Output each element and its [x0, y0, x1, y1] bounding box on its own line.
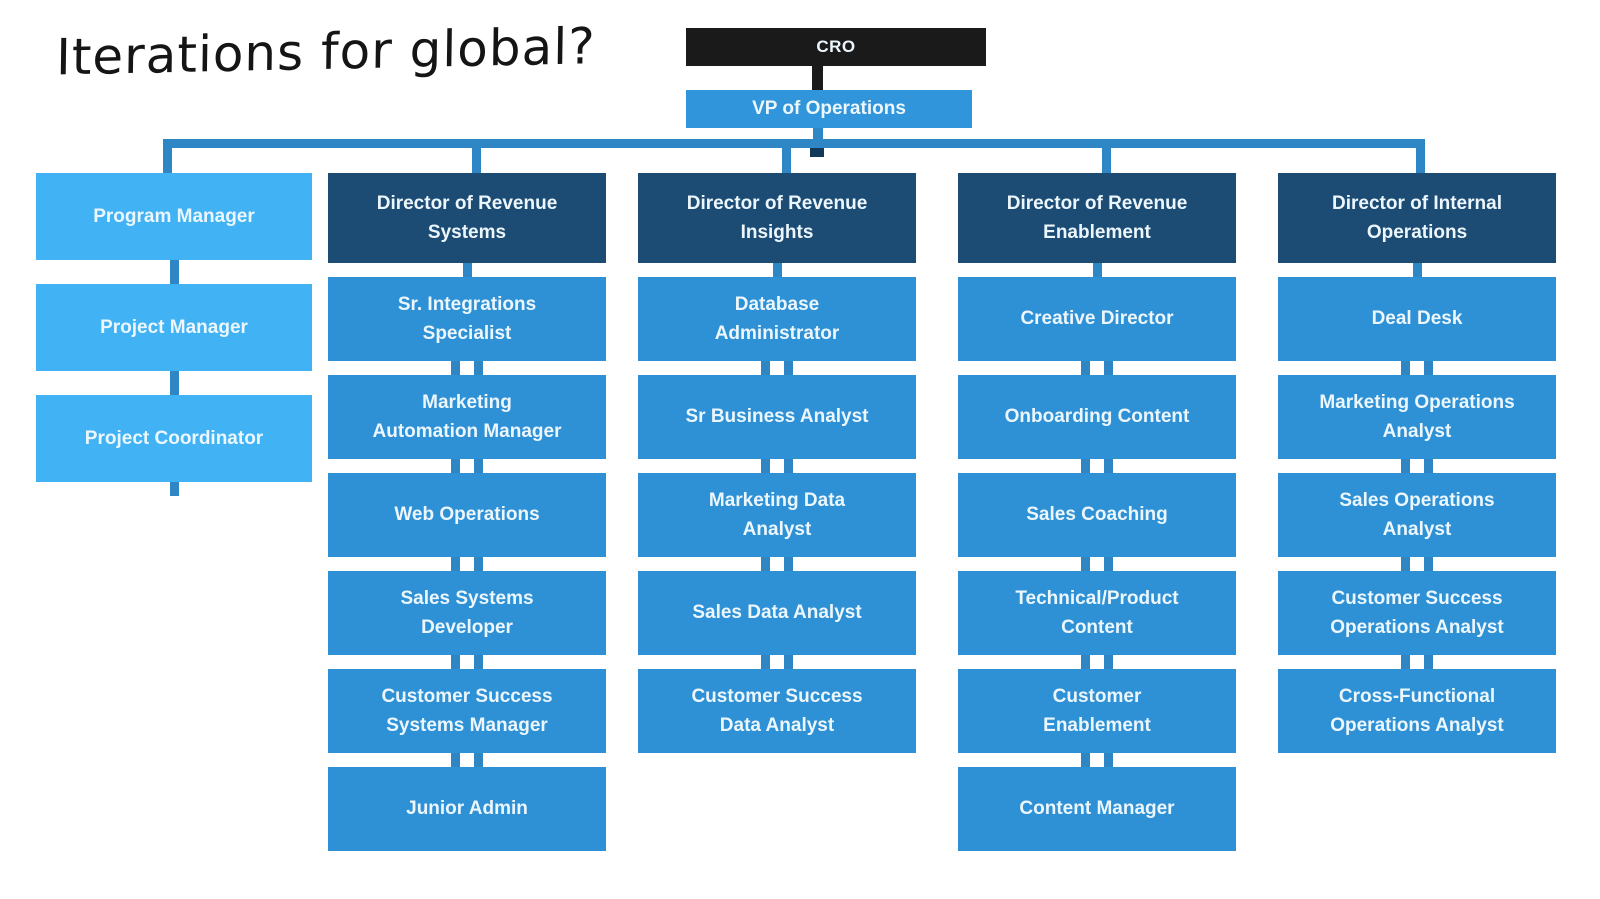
- org-node-technical-product-content: Technical/Product Content: [958, 571, 1236, 655]
- org-node-customer-success-systems-manager: Customer Success Systems Manager: [328, 669, 606, 753]
- connector-drop-revenue-systems: [472, 148, 481, 173]
- connector-stub: [761, 557, 793, 571]
- org-node-web-operations: Web Operations: [328, 473, 606, 557]
- connector-stub: [1401, 655, 1433, 669]
- org-node-junior-admin: Junior Admin: [328, 767, 606, 851]
- connector-arrow-nub: [810, 148, 824, 157]
- connector-stub: [1412, 263, 1422, 277]
- connector-bus-line: [163, 139, 1425, 148]
- org-node-deal-desk: Deal Desk: [1278, 277, 1556, 361]
- org-column-revenue-enablement: Director of Revenue Enablement Creative …: [958, 173, 1236, 851]
- connector-stub: [772, 263, 782, 277]
- org-column-revenue-insights: Director of Revenue Insights Database Ad…: [638, 173, 916, 753]
- connector-drop-revenue-insights: [782, 148, 791, 173]
- connector-stub: [761, 655, 793, 669]
- connector-stub: [451, 459, 483, 473]
- connector-stub: [1081, 361, 1113, 375]
- org-node-onboarding-content: Onboarding Content: [958, 375, 1236, 459]
- connector-stub: [169, 260, 179, 284]
- connector-stub: [451, 655, 483, 669]
- connector-stub: [451, 557, 483, 571]
- org-node-creative-director: Creative Director: [958, 277, 1236, 361]
- connector-drop-revenue-enablement: [1102, 148, 1111, 173]
- org-node-project-manager: Project Manager: [36, 284, 312, 371]
- connector-stub: [462, 263, 472, 277]
- org-node-customer-enablement: Customer Enablement: [958, 669, 1236, 753]
- org-node-director-revenue-systems: Director of Revenue Systems: [328, 173, 606, 263]
- connector-stub: [1081, 655, 1113, 669]
- org-node-marketing-automation-manager: Marketing Automation Manager: [328, 375, 606, 459]
- connector-stub: [761, 459, 793, 473]
- org-column-revenue-systems: Director of Revenue Systems Sr. Integrat…: [328, 173, 606, 851]
- org-node-sales-operations-analyst: Sales Operations Analyst: [1278, 473, 1556, 557]
- connector-stub: [1081, 753, 1113, 767]
- org-node-database-administrator: Database Administrator: [638, 277, 916, 361]
- org-node-director-revenue-insights: Director of Revenue Insights: [638, 173, 916, 263]
- connector-stub: [1401, 557, 1433, 571]
- connector-stub: [1092, 263, 1102, 277]
- connector-stub: [1081, 557, 1113, 571]
- connector-stub: [451, 753, 483, 767]
- connector-stub: [451, 361, 483, 375]
- org-node-marketing-operations-analyst: Marketing Operations Analyst: [1278, 375, 1556, 459]
- org-node-sales-data-analyst: Sales Data Analyst: [638, 571, 916, 655]
- connector-stub: [1401, 459, 1433, 473]
- org-node-customer-success-data-analyst: Customer Success Data Analyst: [638, 669, 916, 753]
- org-column-internal-operations: Director of Internal Operations Deal Des…: [1278, 173, 1556, 753]
- connector-vp-bus: [813, 128, 823, 139]
- org-node-sales-coaching: Sales Coaching: [958, 473, 1236, 557]
- org-node-sr-business-analyst: Sr Business Analyst: [638, 375, 916, 459]
- connector-cro-vp: [812, 66, 823, 90]
- org-node-director-revenue-enablement: Director of Revenue Enablement: [958, 173, 1236, 263]
- org-node-marketing-data-analyst: Marketing Data Analyst: [638, 473, 916, 557]
- connector-stub: [169, 482, 179, 496]
- org-node-director-internal-operations: Director of Internal Operations: [1278, 173, 1556, 263]
- node-vp-of-operations: VP of Operations: [686, 90, 972, 128]
- handwritten-note: Iterations for global?: [55, 17, 597, 87]
- org-node-cross-functional-operations-analyst: Cross-Functional Operations Analyst: [1278, 669, 1556, 753]
- connector-drop-internal-operations: [1416, 148, 1425, 173]
- org-column-program-management: Program Manager Project Manager Project …: [36, 173, 312, 496]
- connector-stub: [169, 371, 179, 395]
- node-cro: CRO: [686, 28, 986, 66]
- org-node-customer-success-operations-analyst: Customer Success Operations Analyst: [1278, 571, 1556, 655]
- org-node-program-manager: Program Manager: [36, 173, 312, 260]
- org-node-content-manager: Content Manager: [958, 767, 1236, 851]
- connector-drop-program: [163, 148, 172, 173]
- connector-stub: [761, 361, 793, 375]
- org-node-sr-integrations-specialist: Sr. Integrations Specialist: [328, 277, 606, 361]
- connector-stub: [1401, 361, 1433, 375]
- connector-stub: [1081, 459, 1113, 473]
- org-node-sales-systems-developer: Sales Systems Developer: [328, 571, 606, 655]
- org-node-project-coordinator: Project Coordinator: [36, 395, 312, 482]
